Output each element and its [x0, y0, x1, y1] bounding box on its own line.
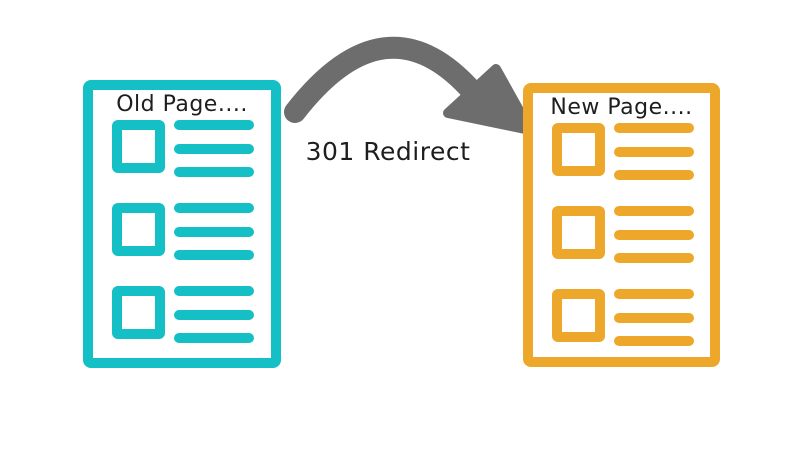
text-line-bar	[614, 123, 694, 133]
text-line-bar	[614, 206, 694, 216]
old-page-title: Old Page....	[116, 92, 248, 117]
text-line-bar	[174, 167, 254, 177]
new-page-content	[533, 123, 710, 346]
text-line-bar	[614, 229, 694, 240]
arrow-head	[443, 64, 535, 135]
image-placeholder-square	[552, 123, 605, 176]
redirect-label: 301 Redirect	[305, 137, 471, 166]
text-line-bar	[174, 333, 254, 343]
text-line-bar	[614, 253, 694, 263]
content-row	[112, 120, 271, 177]
text-line-bar	[174, 120, 254, 130]
image-placeholder-square	[112, 286, 165, 339]
text-line-bar	[174, 226, 254, 237]
arrow-shaft	[284, 36, 483, 123]
text-line-bar	[614, 312, 694, 323]
old-page-card: Old Page....	[83, 80, 281, 368]
text-line-bar	[614, 289, 694, 299]
text-line-bar	[174, 203, 254, 213]
text-lines	[174, 120, 254, 177]
content-row	[552, 123, 710, 180]
text-line-bar	[174, 143, 254, 154]
old-page-content	[93, 120, 271, 343]
text-line-bar	[174, 250, 254, 260]
image-placeholder-square	[552, 206, 605, 259]
redirect-arrow-icon	[284, 36, 535, 135]
text-line-bar	[174, 286, 254, 296]
text-lines	[174, 286, 254, 343]
text-lines	[174, 203, 254, 260]
image-placeholder-square	[112, 203, 165, 256]
text-lines	[614, 123, 694, 180]
text-lines	[614, 206, 694, 263]
text-line-bar	[174, 309, 254, 320]
text-line-bar	[614, 336, 694, 346]
text-line-bar	[614, 170, 694, 180]
content-row	[112, 203, 271, 260]
text-line-bar	[614, 146, 694, 157]
image-placeholder-square	[112, 120, 165, 173]
image-placeholder-square	[552, 289, 605, 342]
content-row	[112, 286, 271, 343]
content-row	[552, 206, 710, 263]
new-page-title: New Page....	[550, 95, 693, 120]
text-lines	[614, 289, 694, 346]
new-page-card: New Page....	[523, 83, 720, 367]
content-row	[552, 289, 710, 346]
